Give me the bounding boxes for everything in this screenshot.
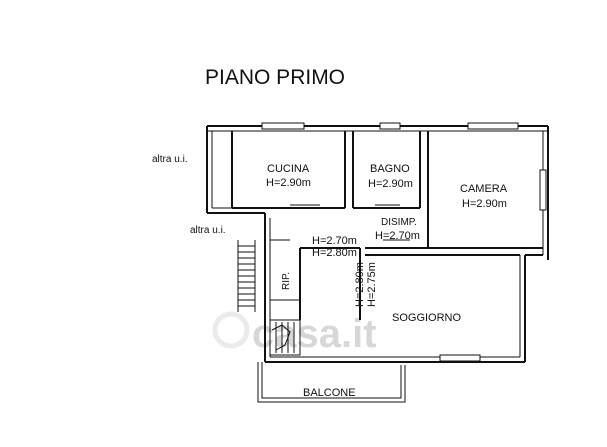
label-soggiorno-height-1: H=2.80m	[354, 262, 366, 307]
label-cucina-height: H=2.90m	[266, 177, 311, 189]
balcone-outline	[257, 362, 406, 403]
label-disimp: DISIMP.	[381, 217, 417, 228]
watermark: casa.it	[212, 311, 377, 356]
label-disimp-height: H=2.70m	[375, 230, 420, 242]
label-corridor-height-2: H=2.80m	[312, 247, 357, 259]
watermark-text: casa.it	[252, 312, 377, 356]
label-corridor-height-1: H=2.70m	[312, 235, 357, 247]
label-balcone: BALCONE	[303, 387, 356, 399]
label-camera: CAMERA	[460, 183, 508, 195]
internal-walls	[231, 131, 543, 320]
label-bagno: BAGNO	[370, 163, 410, 175]
stairs-internal	[269, 319, 301, 356]
label-soggiorno: SOGGIORNO	[392, 312, 462, 324]
label-bagno-height: H=2.90m	[368, 178, 413, 190]
label-rip: RIP.	[281, 272, 292, 290]
label-cucina: CUCINA	[267, 163, 310, 175]
label-altra-ui-mid: altra u.i.	[190, 225, 226, 236]
label-soggiorno-height-2: H=2.75m	[366, 262, 378, 307]
label-camera-height: H=2.90m	[462, 198, 507, 210]
label-altra-ui-top: altra u.i.	[152, 154, 188, 165]
stairs-external	[237, 240, 256, 312]
plan-title: PIANO PRIMO	[205, 66, 345, 89]
windows	[261, 122, 547, 362]
